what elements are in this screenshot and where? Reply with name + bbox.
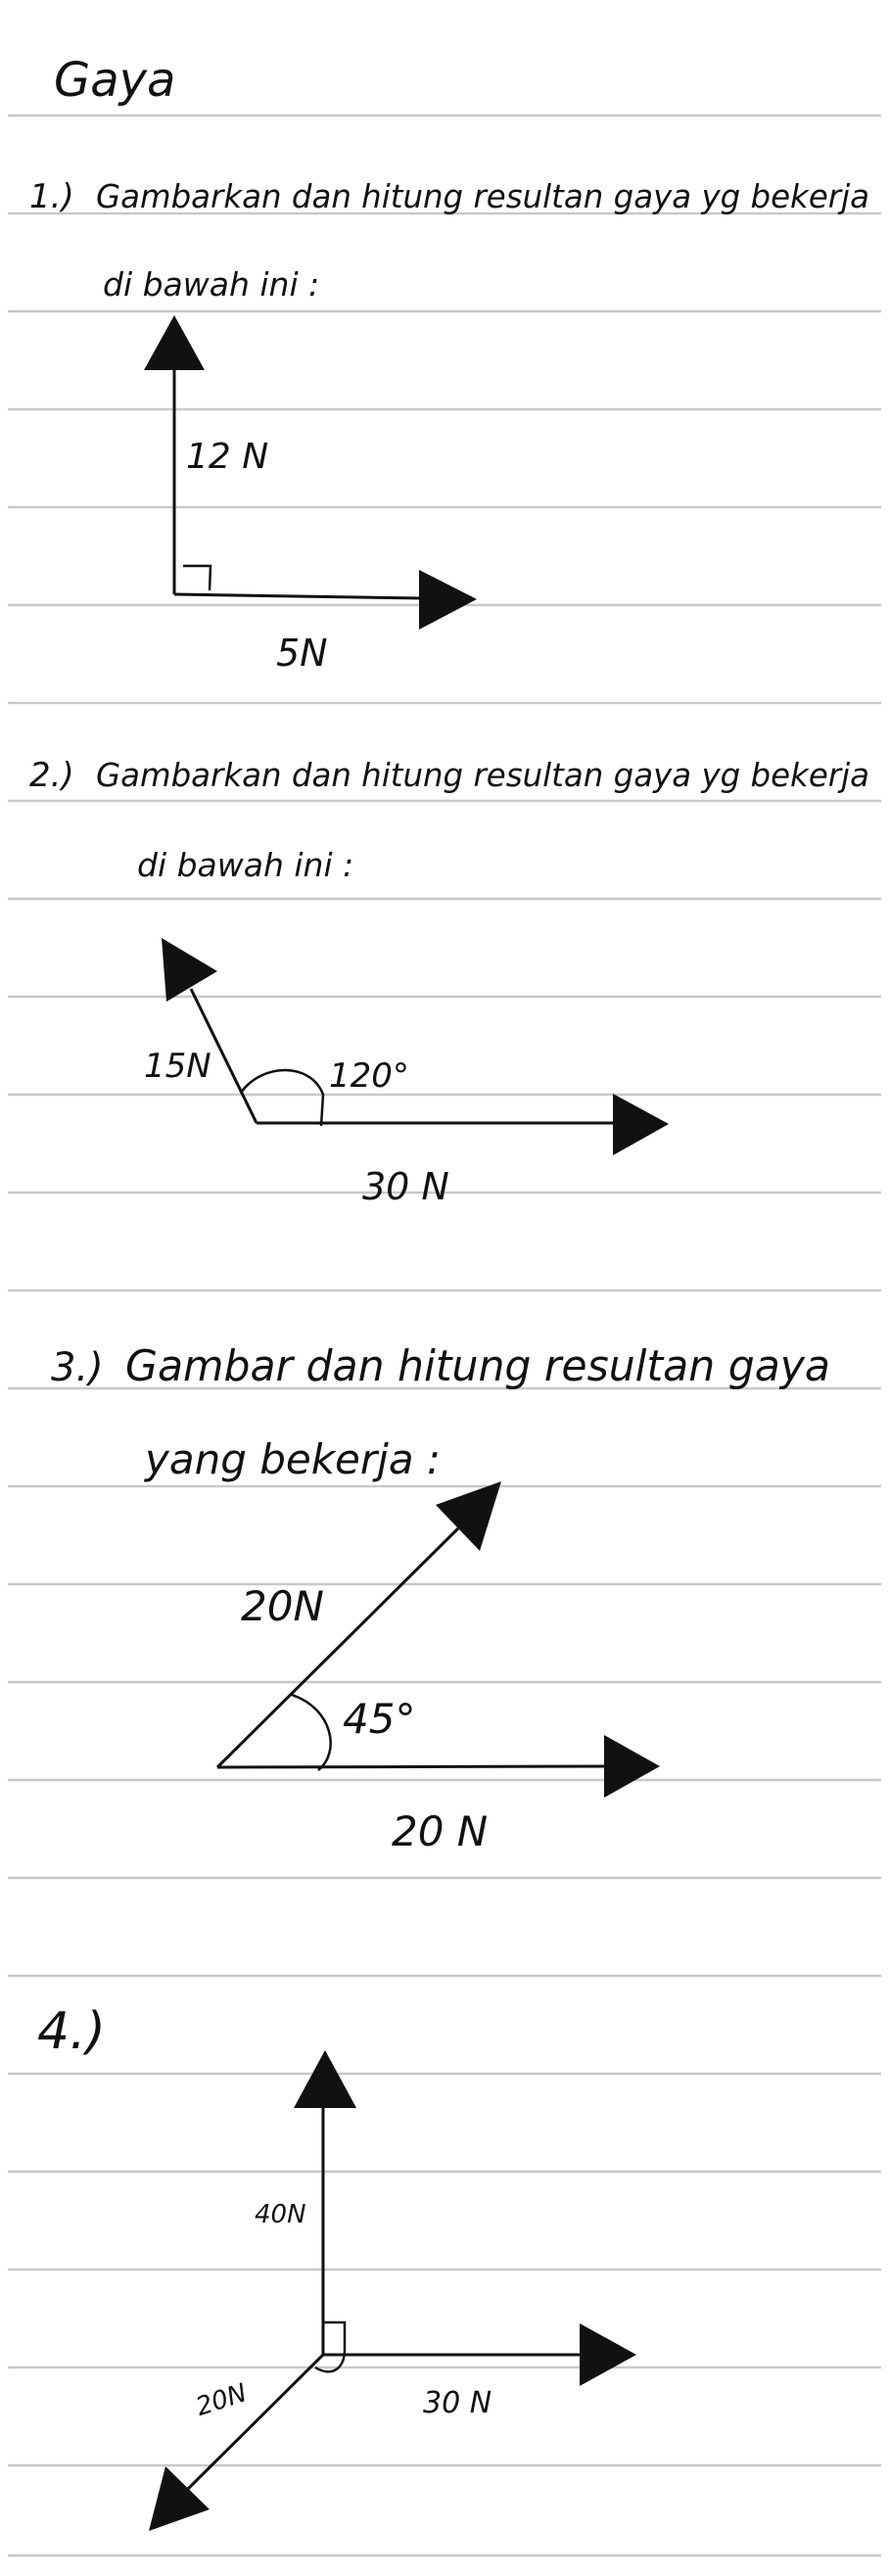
problem-4: 4.) 40N 20N 30 N [37, 2002, 636, 2531]
problem-3-slanted-force-arrow [215, 1526, 460, 1769]
problem-1-text-line-2: di bawah ini : [103, 265, 319, 304]
problem-3-horizontal-force-arrow [216, 1764, 606, 1769]
problem-2-text-line-2: di bawah ini : [137, 846, 353, 884]
problem-2: 2.) Gambarkan dan hitung resultan gaya y… [29, 756, 869, 1208]
problem-1-text-line-1: Gambarkan dan hitung resultan gaya yg be… [96, 177, 869, 215]
problem-1-horizontal-force-label: 5N [276, 632, 328, 675]
problem-1-horizontal-force-arrow [173, 592, 422, 600]
problem-1-number: 1.) [29, 177, 74, 216]
problem-4-diagonal-arrowhead [149, 2466, 210, 2531]
problem-4-diagonal-force-arrow [186, 2353, 325, 2491]
problem-3-horizontal-arrowhead [604, 1735, 660, 1798]
problem-2-horizontal-force-label: 30 N [362, 1165, 449, 1208]
problem-3-slanted-force-label: 20N [241, 1582, 324, 1630]
problem-4-diagonal-force-label: 20N [193, 2378, 251, 2422]
problem-4-right-angle-marker [314, 2320, 347, 2373]
problem-3-text-line-1: Gambar dan hitung resultan gaya [125, 1341, 830, 1391]
problem-1: 1.) Gambarkan dan hitung resultan gaya y… [29, 177, 869, 675]
problem-4-vertical-force-label: 40N [255, 2200, 306, 2229]
problem-2-angle-label: 120° [329, 1056, 409, 1096]
problem-3-horizontal-force-label: 20 N [392, 1807, 488, 1855]
problem-1-right-angle-marker [183, 564, 212, 591]
problem-2-number: 2.) [29, 756, 74, 795]
problem-1-vertical-force-label: 12 N [186, 437, 268, 477]
problem-3-slanted-arrowhead [436, 1481, 501, 1551]
problem-2-horizontal-arrowhead [613, 1094, 669, 1155]
problem-2-text-line-1: Gambarkan dan hitung resultan gaya yg be… [96, 756, 869, 794]
problem-4-vertical-arrowhead [294, 2050, 356, 2108]
problem-3-text-line-2: yang bekerja : [143, 1435, 441, 1483]
problem-1-vertical-arrowhead [144, 315, 205, 370]
problem-3-angle-arc [291, 1693, 332, 1771]
problem-2-angle-arc [239, 1068, 325, 1127]
ruled-lines [8, 114, 881, 2557]
page-title: Gaya [54, 53, 175, 108]
problem-4-horizontal-force-label: 30 N [423, 2386, 492, 2420]
problem-4-horizontal-arrowhead [580, 2323, 636, 2386]
problem-3-number: 3.) [51, 1345, 104, 1390]
problem-3-angle-label: 45° [343, 1695, 415, 1743]
problem-2-slanted-force-arrow [189, 988, 258, 1124]
problem-4-number: 4.) [37, 2002, 106, 2061]
problem-1-horizontal-arrowhead [419, 570, 477, 630]
problem-2-slanted-arrowhead [162, 938, 217, 1002]
problem-2-slanted-force-label: 15N [144, 1047, 211, 1086]
problem-3: 3.) Gambar dan hitung resultan gaya yang… [51, 1341, 830, 1855]
